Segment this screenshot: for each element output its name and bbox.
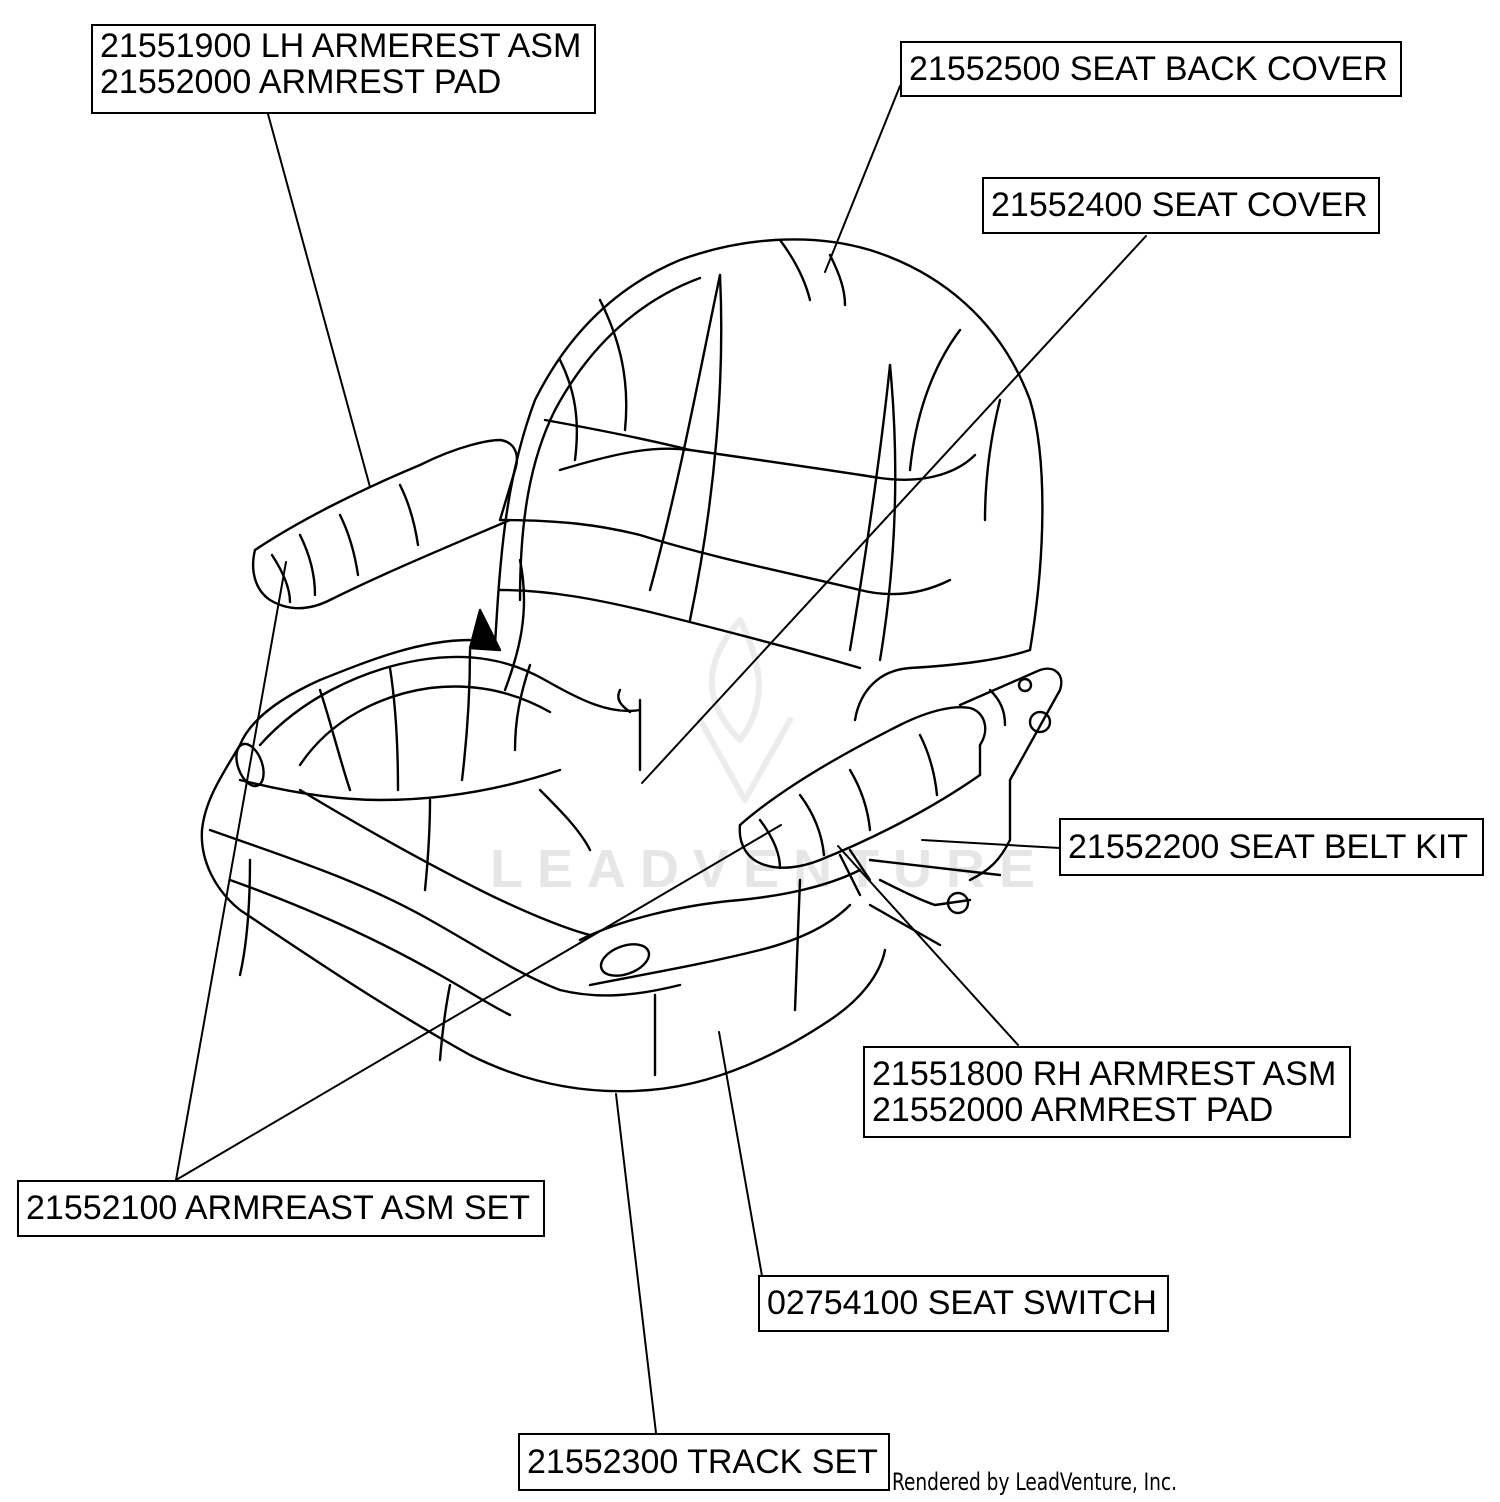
seat-cushion xyxy=(200,638,887,1093)
leader-rh-armrest xyxy=(837,845,1019,1046)
callout-rh-armrest-line2: 21552000 ARMREST PAD xyxy=(872,1091,1274,1129)
callout-armrest-set: 21552100 ARMREAST ASM SET xyxy=(17,1180,545,1237)
callout-track-set-text: 21552300 TRACK SET xyxy=(527,1443,878,1481)
seat-back xyxy=(493,238,1044,722)
leader-lines xyxy=(175,85,1147,1434)
watermark-logo xyxy=(697,617,793,803)
leader-track-set xyxy=(615,1093,657,1434)
render-credit: Rendered by LeadVenture, Inc. xyxy=(892,1468,1178,1496)
leader-seat-cover xyxy=(641,235,1147,784)
callout-seat-belt-kit-text: 21552200 SEAT BELT KIT xyxy=(1068,828,1469,866)
leader-armrest-set-left xyxy=(175,561,287,1181)
callout-lh-armrest: 21551900 LH ARMEREST ASM 21552000 ARMRES… xyxy=(91,24,596,114)
callout-lh-armrest-line1: 21551900 LH ARMEREST ASM xyxy=(100,27,582,65)
callout-seat-back-cover-text: 21552500 SEAT BACK COVER xyxy=(909,50,1388,88)
seat-belt-bracket xyxy=(838,667,1063,947)
callout-seat-belt-kit: 21552200 SEAT BELT KIT xyxy=(1059,818,1484,876)
left-armrest xyxy=(251,438,519,610)
callout-track-set: 21552300 TRACK SET xyxy=(518,1433,890,1491)
callout-rh-armrest-line1: 21551800 RH ARMREST ASM xyxy=(872,1055,1337,1093)
callout-rh-armrest: 21551800 RH ARMREST ASM 21552000 ARMREST… xyxy=(863,1046,1351,1138)
leader-armrest-set-right xyxy=(175,824,782,1181)
callout-seat-cover-text: 21552400 SEAT COVER xyxy=(991,186,1368,224)
leader-seat-back-cover xyxy=(824,85,901,273)
leader-seat-belt-kit xyxy=(921,839,1061,849)
callout-seat-back-cover: 21552500 SEAT BACK COVER xyxy=(900,41,1402,97)
callout-armrest-set-text: 21552100 ARMREAST ASM SET xyxy=(26,1189,530,1227)
leader-seat-switch xyxy=(718,1031,763,1277)
right-armrest xyxy=(738,706,987,870)
leader-lh-armrest xyxy=(267,113,371,488)
seat-back-base-mark xyxy=(468,608,502,652)
callout-seat-switch-text: 02754100 SEAT SWITCH xyxy=(767,1284,1157,1322)
callout-seat-cover: 21552400 SEAT COVER xyxy=(982,177,1380,234)
callout-lh-armrest-line2: 21552000 ARMREST PAD xyxy=(100,63,502,101)
callout-seat-switch: 02754100 SEAT SWITCH xyxy=(758,1275,1169,1332)
